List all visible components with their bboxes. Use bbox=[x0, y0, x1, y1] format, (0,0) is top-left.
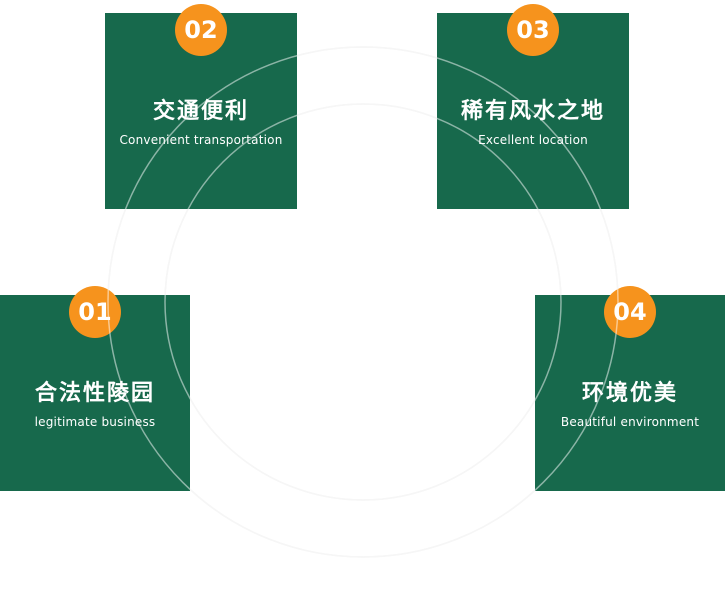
feature-subtitle: Convenient transportation bbox=[119, 133, 283, 147]
feature-card-environment: 04 环境优美 Beautiful environment bbox=[535, 286, 725, 491]
feature-card-fengshui-location: 03 稀有风水之地 Excellent location bbox=[437, 4, 629, 209]
number-badge: 03 bbox=[507, 4, 559, 56]
badge-number: 03 bbox=[516, 16, 550, 44]
feature-subtitle: Beautiful environment bbox=[560, 415, 700, 429]
feature-card-legitimate-cemetery: 01 合法性陵园 legitimate business bbox=[0, 286, 190, 491]
feature-title: 稀有风水之地 bbox=[460, 99, 605, 124]
feature-title: 交通便利 bbox=[152, 99, 249, 124]
number-badge: 04 bbox=[604, 286, 656, 338]
number-badge: 02 bbox=[175, 4, 227, 56]
feature-card-transportation: 02 交通便利 Convenient transportation bbox=[105, 4, 297, 209]
badge-number: 04 bbox=[613, 298, 647, 326]
feature-title: 环境优美 bbox=[581, 381, 678, 406]
number-badge: 01 bbox=[69, 286, 121, 338]
feature-subtitle: legitimate business bbox=[34, 415, 156, 429]
feature-title: 合法性陵园 bbox=[34, 381, 155, 406]
badge-number: 02 bbox=[184, 16, 218, 44]
feature-subtitle: Excellent location bbox=[478, 133, 588, 147]
badge-number: 01 bbox=[78, 298, 112, 326]
